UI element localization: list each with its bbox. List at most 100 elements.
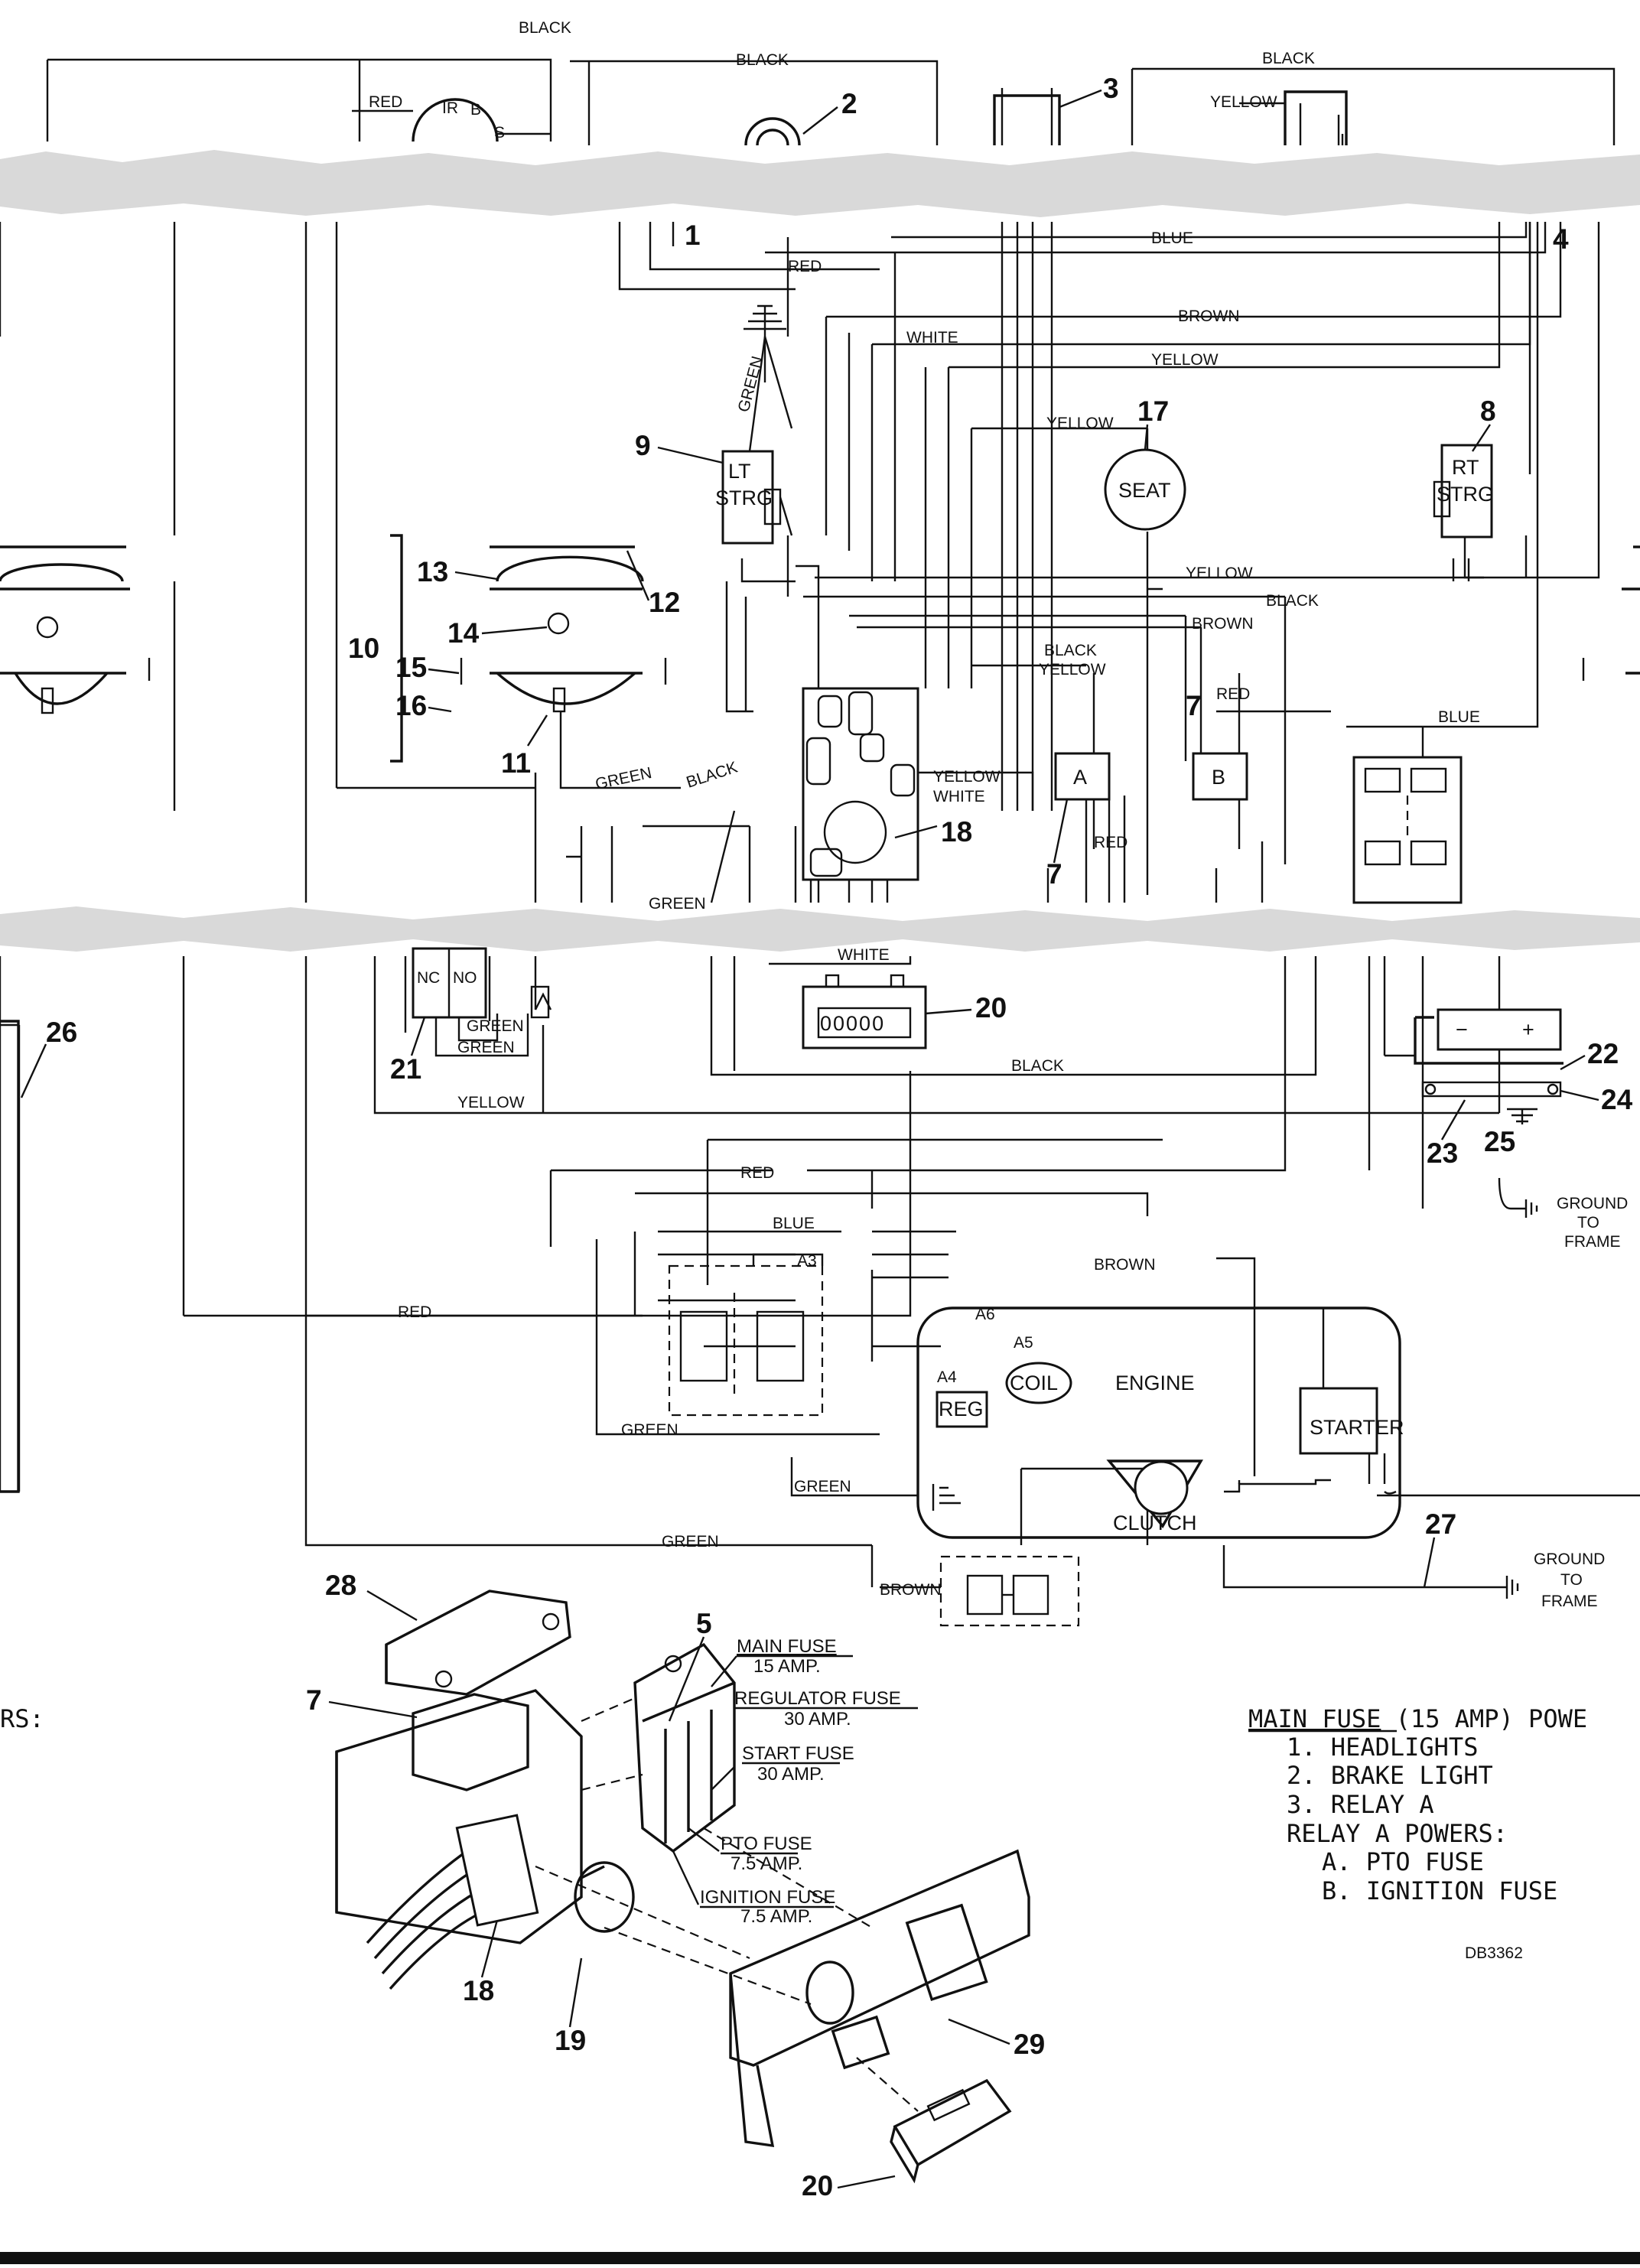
relay-4-box [1284, 90, 1348, 145]
reg-label: REG [939, 1398, 984, 1420]
wire-label-black-top: BLACK [519, 19, 571, 37]
bottom-border [0, 2252, 1640, 2264]
label-ir: IR [442, 99, 458, 117]
seat-label: SEAT [1118, 479, 1171, 502]
wire-label-green-g: GREEN [662, 1533, 719, 1551]
wire-label-red-b: RED [1216, 685, 1250, 703]
lt-strg-switch: LT STRG [715, 450, 793, 545]
wire-label-green-c: GREEN [467, 1017, 524, 1035]
battery: − + [1415, 1008, 1564, 1124]
ground-label-1: GROUND TO FRAME [1557, 1195, 1628, 1251]
top-wiring [46, 58, 1616, 145]
wire-label-black-3: BLACK [1044, 642, 1097, 659]
note-line-5: A. PTO FUSE [1322, 1847, 1484, 1876]
wire-label-green-b: GREEN [649, 895, 706, 913]
note-title-rest: (15 AMP) POWE [1381, 1704, 1587, 1733]
start-fuse-amp: 30 AMP. [757, 1764, 825, 1785]
callout-23: 23 [1427, 1137, 1458, 1169]
relay-a3-block [668, 1253, 824, 1417]
callout-28: 28 [325, 1570, 356, 1601]
wire-label-green-vert: GREEN [735, 354, 767, 414]
relay-a-label: A [1073, 766, 1087, 789]
ground-1-line-3: FRAME [1564, 1233, 1621, 1251]
label-b: B [470, 101, 481, 119]
wire-label-yellow-1: YELLOW [1151, 351, 1219, 369]
engine-box: ENGINE REG A4 COIL A5 A6 STARTER CLUTCH [916, 1306, 1404, 1539]
wire-label-black-2: BLACK [1266, 592, 1319, 610]
wire-label-yellow-5: YELLOW [457, 1094, 525, 1111]
main-fuse-label: MAIN FUSE [737, 1636, 837, 1657]
callout-10: 10 [348, 633, 379, 664]
rt-strg-label-1: RT [1452, 456, 1479, 479]
wire-label-blue-2: BLUE [1438, 708, 1480, 726]
drawing-id: DB3362 [1465, 1944, 1523, 1962]
callout-18-upper: 18 [941, 816, 972, 848]
callout-20-upper: 20 [975, 992, 1007, 1023]
callout-13: 13 [417, 556, 448, 587]
engine-label: ENGINE [1115, 1372, 1195, 1394]
a4-label: A4 [937, 1368, 957, 1386]
ground-1-line-1: GROUND [1557, 1195, 1628, 1212]
relay-a: A [1054, 752, 1111, 801]
wire-label-brown-3: BROWN [1094, 1256, 1156, 1274]
wire-label-yellow-top: YELLOW [1210, 93, 1277, 111]
wire-label-green-f: GREEN [794, 1478, 851, 1495]
note-line-1: 1. HEADLIGHTS [1287, 1733, 1478, 1762]
callout-27: 27 [1425, 1508, 1456, 1540]
rt-strg-switch: RT STRG [1433, 444, 1494, 539]
callout-16: 16 [395, 690, 427, 721]
wire-label-blue-top: BLUE [1151, 229, 1193, 247]
regulator-fuse-label: REGULATOR FUSE [734, 1688, 901, 1709]
callout-25: 25 [1484, 1126, 1515, 1157]
control-module [802, 687, 938, 881]
ground-label-2: GROUND TO FRAME [1534, 1551, 1605, 1610]
a6-label: A6 [975, 1306, 995, 1323]
starter-label: STARTER [1310, 1416, 1404, 1439]
wire-label-green-e: GREEN [621, 1421, 678, 1439]
callout-17: 17 [1137, 395, 1169, 427]
wire-label-red-top: RED [369, 93, 402, 111]
wire-labels: BLACK BLACK BLACK RED YELLOW BLUE RED BR… [369, 19, 1480, 1599]
lt-strg-label-2: STRG [715, 486, 773, 509]
callout-1: 1 [685, 220, 701, 251]
callout-18-bottom: 18 [463, 1975, 494, 2006]
callout-11: 11 [501, 747, 531, 779]
callout-26: 26 [46, 1017, 77, 1048]
fuse-labels: MAIN FUSE 15 AMP. REGULATOR FUSE 30 AMP.… [672, 1636, 918, 1927]
no-label: NO [453, 969, 477, 987]
battery-minus: − [1456, 1018, 1468, 1041]
callout-2: 2 [841, 88, 857, 119]
nc-label: NC [417, 969, 440, 987]
wire-label-black-4: BLACK [1011, 1057, 1064, 1075]
relay-3-box [993, 94, 1061, 145]
wire-label-brown-2: BROWN [1192, 615, 1254, 633]
wire-label-blue-3: BLUE [773, 1215, 815, 1232]
ignition-fuse-amp: 7.5 AMP. [740, 1906, 812, 1927]
note-line-2: 2. BRAKE LIGHT [1287, 1761, 1493, 1790]
clutch-label: CLUTCH [1113, 1511, 1197, 1534]
wire-label-black-a: BLACK [684, 759, 740, 792]
callout-15: 15 [395, 652, 427, 683]
headlight-left-partial [0, 545, 151, 714]
ignition-fuse-label: IGNITION FUSE [700, 1887, 835, 1908]
headlight-right-partial [1582, 545, 1640, 681]
wire-label-yellow-seat: YELLOW [1046, 415, 1114, 432]
label-s: S [494, 124, 505, 142]
a5-label: A5 [1014, 1334, 1033, 1352]
callout-14: 14 [447, 617, 480, 649]
ground-1-line-2: TO [1577, 1214, 1599, 1232]
callout-9: 9 [635, 430, 651, 461]
torn-strip-middle [0, 906, 1640, 952]
lt-strg-label-1: LT [728, 460, 751, 483]
wire-label-white-1: WHITE [906, 329, 958, 347]
switch-1-arc [412, 98, 499, 142]
right-connector-block [1352, 756, 1463, 904]
note-line-4: RELAY A POWERS: [1287, 1819, 1508, 1848]
wire-label-yellow-2: YELLOW [1186, 565, 1253, 582]
callout-24: 24 [1601, 1084, 1633, 1115]
a3-label: A3 [797, 1252, 817, 1270]
fuse-notes: RS: MAIN FUSE (15 AMP) POWE 1. HEADLIGHT… [0, 1704, 1587, 1962]
callout-7-lower: 7 [1046, 858, 1062, 890]
wire-label-brown-1: BROWN [1178, 307, 1240, 325]
